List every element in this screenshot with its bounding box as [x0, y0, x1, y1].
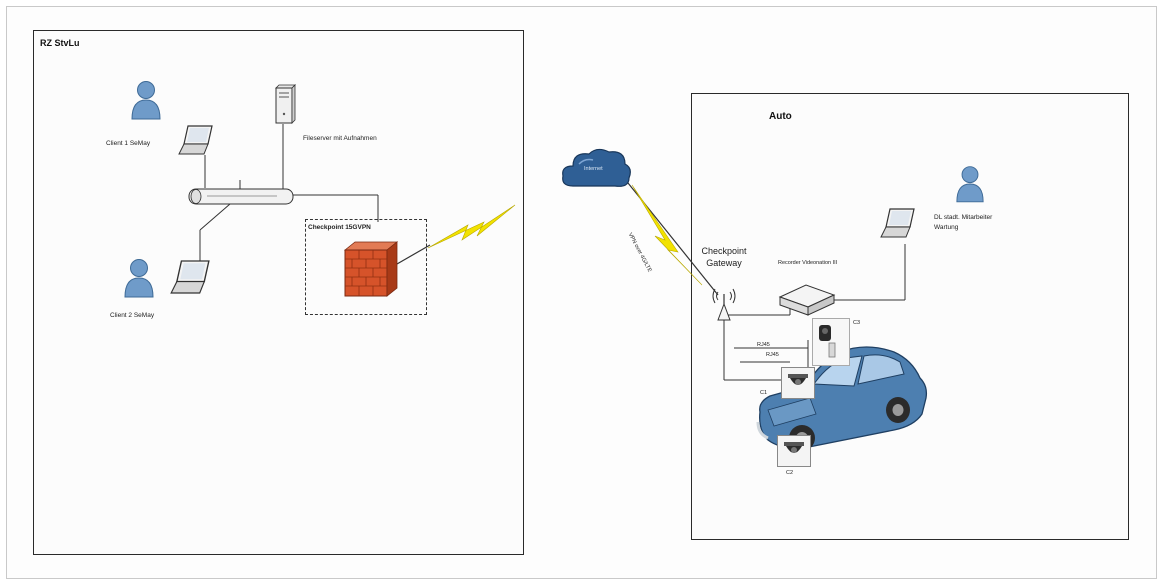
gateway-label: Checkpoint Gateway	[701, 246, 747, 268]
c1-label: C1	[760, 390, 768, 396]
network-switch-icon	[188, 188, 294, 205]
maintenance-user-icon	[956, 166, 984, 203]
rj45-top-label: RJ45	[757, 342, 770, 348]
zone-auto	[691, 93, 1129, 540]
rj45-bottom-label: RJ45	[766, 352, 779, 358]
zone-title-auto: Auto	[769, 111, 792, 122]
internet-cloud-icon	[562, 148, 631, 187]
client2-label: Client 2 SeMay	[110, 312, 155, 319]
camera-c1-icon	[781, 367, 815, 399]
camera-c3-icon	[812, 318, 850, 366]
c3-label: C3	[853, 320, 861, 326]
camera-c2-icon	[777, 435, 811, 467]
checkpoint-label: Checkpoint 15GVPN	[308, 224, 371, 231]
c2-label: C2	[786, 470, 794, 476]
client2-laptop-icon	[170, 260, 210, 294]
gateway-antenna-icon	[712, 288, 736, 321]
client1-user-icon	[131, 81, 161, 120]
lightning-bolt-right	[631, 184, 703, 286]
maintenance-laptop-icon	[880, 208, 915, 238]
client1-laptop-icon	[178, 125, 213, 155]
zone-title-rz-stvlu: RZ StvLu	[40, 38, 80, 48]
cloud-label: Internet	[584, 166, 603, 172]
client2-user-icon	[124, 259, 154, 298]
fileserver-icon	[275, 84, 296, 124]
checkpoint-box	[305, 219, 427, 315]
recorder-label: Recorder Videonation III	[778, 260, 838, 266]
firewall-icon	[343, 241, 399, 297]
client1-label: Client 1 SeMay	[106, 140, 151, 147]
maintenance-label: DL stadt. Mitarbeiter Wartung	[934, 214, 993, 231]
lightning-bolt-left	[427, 204, 516, 249]
fileserver-label: Fileserver mit Aufnahmen	[303, 135, 377, 142]
recorder-device-icon	[778, 284, 836, 316]
